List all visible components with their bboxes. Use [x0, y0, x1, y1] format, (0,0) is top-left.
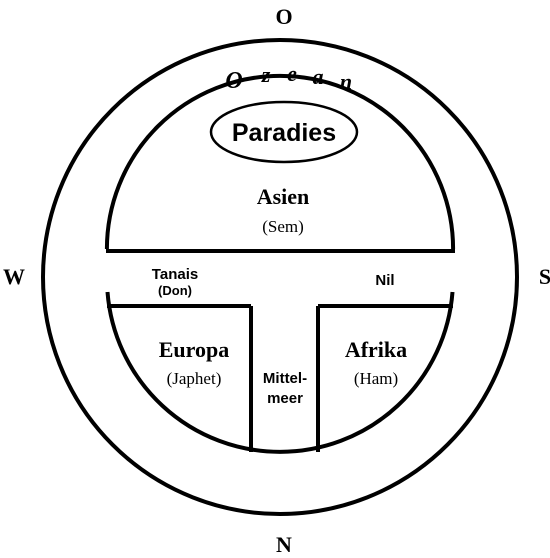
ocean-letter: a	[313, 64, 324, 89]
river-tanais-alt: (Don)	[158, 283, 192, 298]
earth-circle-upper	[104, 73, 456, 250]
earth-circle-lower	[105, 291, 455, 454]
africa-name: Afrika	[345, 337, 407, 362]
paradise-ellipse	[209, 100, 359, 164]
africa-son: (Ham)	[354, 369, 398, 388]
ocean-letter: O	[225, 68, 242, 94]
ocean-letter: n	[340, 69, 352, 94]
europe-name: Europa	[159, 337, 230, 362]
compass-east: O	[275, 4, 292, 29]
europe-son: (Japhet)	[167, 369, 222, 388]
sea-label-line1: Mittel-	[263, 370, 307, 387]
sea-label-line2: meer	[267, 390, 303, 407]
asia-name: Asien	[257, 184, 310, 209]
ocean-letter: e	[287, 61, 297, 86]
compass-south: S	[539, 264, 550, 289]
ocean-label: O z e a n	[225, 61, 352, 94]
paradise-label: Paradies	[232, 119, 336, 147]
compass-north: N	[276, 532, 292, 557]
ocean-letter: z	[261, 62, 271, 87]
outer-ocean-ring	[41, 38, 519, 516]
compass-west: W	[3, 264, 25, 289]
river-nile: Nil	[375, 272, 394, 289]
asia-son: (Sem)	[262, 217, 304, 236]
river-tanais: Tanais	[152, 266, 198, 283]
